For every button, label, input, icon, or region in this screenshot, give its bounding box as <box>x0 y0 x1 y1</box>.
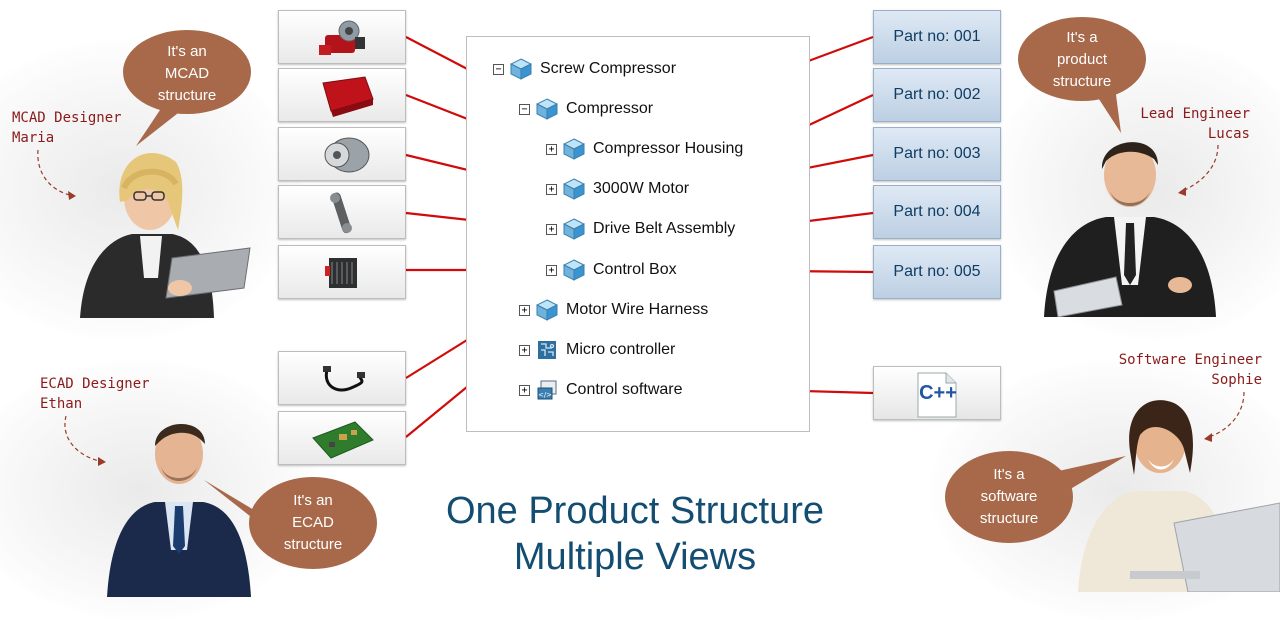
headline-line-2: Multiple Views <box>400 534 870 580</box>
headline-line-1: One Product Structure <box>400 488 870 534</box>
dashed-arrow-icon <box>65 416 104 462</box>
dashed-arrow-icon <box>38 150 74 196</box>
dashed-arrow-icon <box>1180 145 1218 192</box>
headline: One Product Structure Multiple Views <box>400 488 870 580</box>
dashed-arrow-icon <box>1206 392 1244 438</box>
